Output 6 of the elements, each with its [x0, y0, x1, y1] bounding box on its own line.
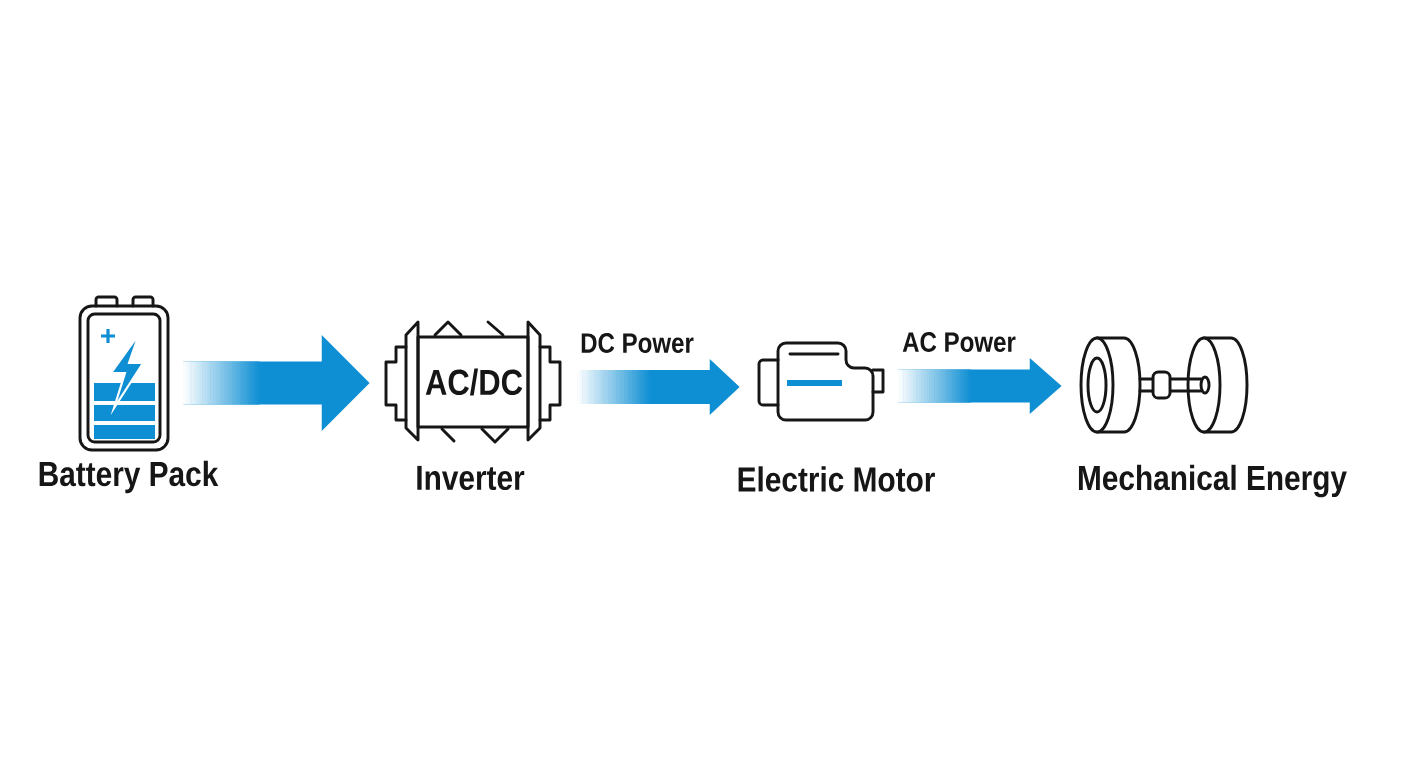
edge-label: DC Power [579, 332, 695, 354]
node-label: Electric Motor [738, 466, 935, 492]
edge-label: AC Power [901, 331, 1017, 353]
node-label: Battery Pack [39, 460, 219, 494]
node-label: Inverter [417, 465, 525, 491]
node-label: Mechanical Energy [1078, 464, 1347, 498]
